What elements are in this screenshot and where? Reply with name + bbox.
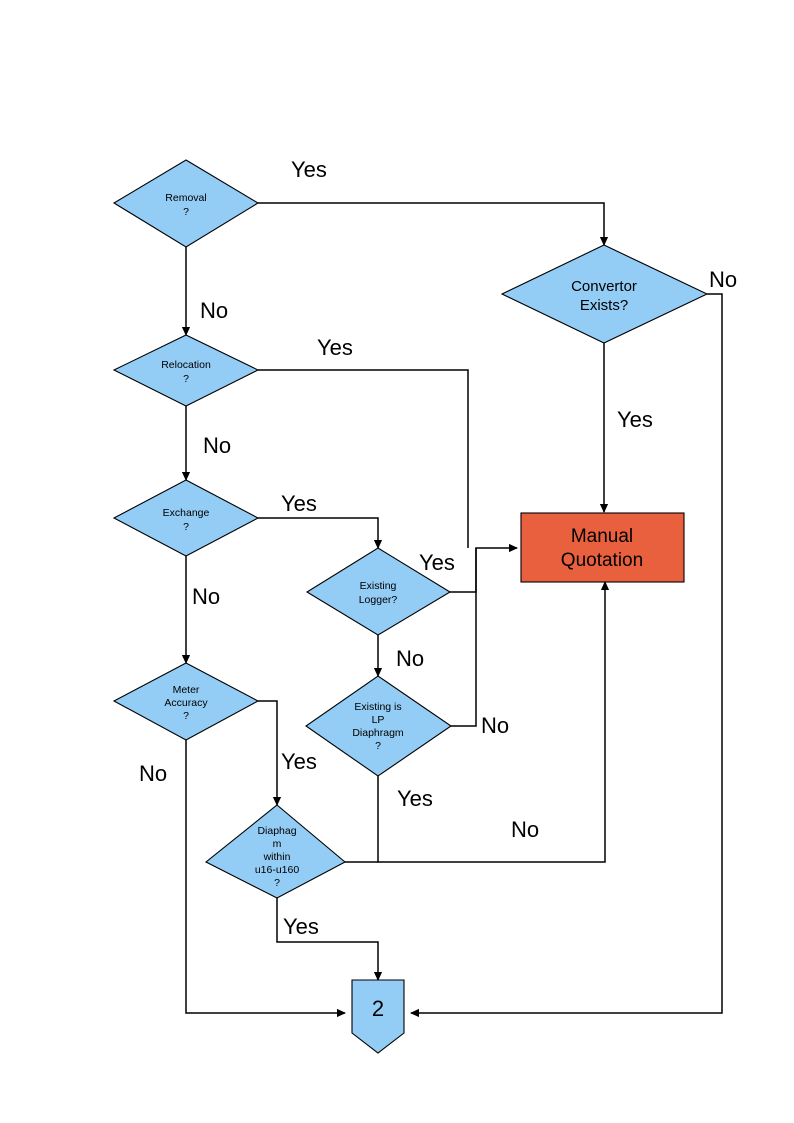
node-existing-logger[interactable]: Existing Logger?	[305, 547, 452, 636]
node-offpage-connector-label: 2	[372, 996, 384, 1021]
edge-label-exchange-yes: Yes	[281, 491, 317, 516]
edge-relocation-yes	[258, 369, 469, 548]
edge-label-existing-lp-yes: Yes	[397, 786, 433, 811]
node-removal[interactable]: Removal ?	[112, 159, 260, 248]
edge-label-meter-accuracy-yes: Yes	[281, 749, 317, 774]
node-existing-lp-line4: ?	[375, 740, 381, 752]
edge-label-existing-logger-yes: Yes	[419, 550, 455, 575]
edge-removal-yes	[258, 202, 609, 246]
edge-label-meter-accuracy-no: No	[139, 761, 167, 786]
node-meter-accuracy-line3: ?	[183, 710, 189, 722]
edge-label-diaphagm-yes: Yes	[283, 914, 319, 939]
node-diaphagm-line4: u16-u160	[255, 864, 300, 876]
node-convertor-line2: Exists?	[580, 297, 628, 314]
node-manual-quotation[interactable]: Manual Quotation	[520, 512, 685, 583]
node-relocation[interactable]: Relocation ?	[112, 334, 260, 407]
edge-label-exchange-no: No	[192, 584, 220, 609]
node-removal-line2: ?	[183, 206, 189, 218]
node-diaphagm-line3: within	[263, 851, 291, 863]
edge-exchange-yes	[258, 517, 383, 549]
edge-meter-accuracy-no	[185, 740, 346, 1018]
edge-label-removal-no: No	[200, 298, 228, 323]
node-exchange-line1: Exchange	[163, 507, 210, 519]
edge-convertor-no	[410, 293, 723, 1018]
edge-label-existing-lp-no: No	[481, 713, 509, 738]
node-existing-lp-line1: Existing is	[354, 701, 401, 713]
node-convertor-line1: Convertor	[571, 278, 637, 295]
edge-existing-logger-yes	[450, 543, 518, 593]
node-diaphagm-line5: ?	[274, 877, 280, 889]
edge-existing-lp-no	[451, 548, 477, 727]
node-meter-accuracy[interactable]: Meter Accuracy ?	[112, 662, 260, 741]
node-existing-lp-line2: LP	[372, 714, 385, 726]
node-manual-quotation-line2: Quotation	[561, 550, 643, 571]
edge-label-manual-bottom-no: No	[511, 817, 539, 842]
node-exchange-line2: ?	[183, 521, 189, 533]
edge-label-convertor-no: No	[709, 267, 737, 292]
node-meter-accuracy-line1: Meter	[173, 684, 200, 696]
node-exchange[interactable]: Exchange ?	[112, 479, 260, 557]
node-existing-logger-line2: Logger?	[359, 594, 398, 606]
edge-diaphagm-yes	[276, 898, 383, 981]
edge-label-relocation-no: No	[203, 433, 231, 458]
node-relocation-line1: Relocation	[161, 359, 211, 371]
edge-label-relocation-yes: Yes	[317, 335, 353, 360]
edge-label-removal-yes: Yes	[291, 157, 327, 182]
node-diaphagm-line1: Diaphag	[257, 825, 296, 837]
node-removal-line1: Removal	[165, 192, 206, 204]
edge-existing-lp-yes	[377, 581, 610, 863]
node-convertor-exists[interactable]: Convertor Exists?	[500, 244, 709, 344]
node-existing-lp-diaphragm[interactable]: Existing is LP Diaphragm ?	[305, 675, 452, 777]
node-relocation-line2: ?	[183, 373, 189, 385]
edge-label-convertor-yes: Yes	[617, 407, 653, 432]
node-meter-accuracy-line2: Accuracy	[164, 697, 208, 709]
node-diaphagm-line2: m	[273, 838, 282, 850]
edge-meter-accuracy-yes	[258, 700, 282, 806]
node-diaphagm-range[interactable]: Diaphag m within u16-u160 ?	[204, 804, 346, 899]
edge-label-existing-logger-no: No	[396, 646, 424, 671]
node-existing-lp-line3: Diaphragm	[352, 727, 404, 739]
node-manual-quotation-line1: Manual	[571, 526, 633, 547]
node-offpage-connector-2[interactable]: 2	[351, 979, 405, 1054]
node-existing-logger-line1: Existing	[360, 580, 397, 592]
